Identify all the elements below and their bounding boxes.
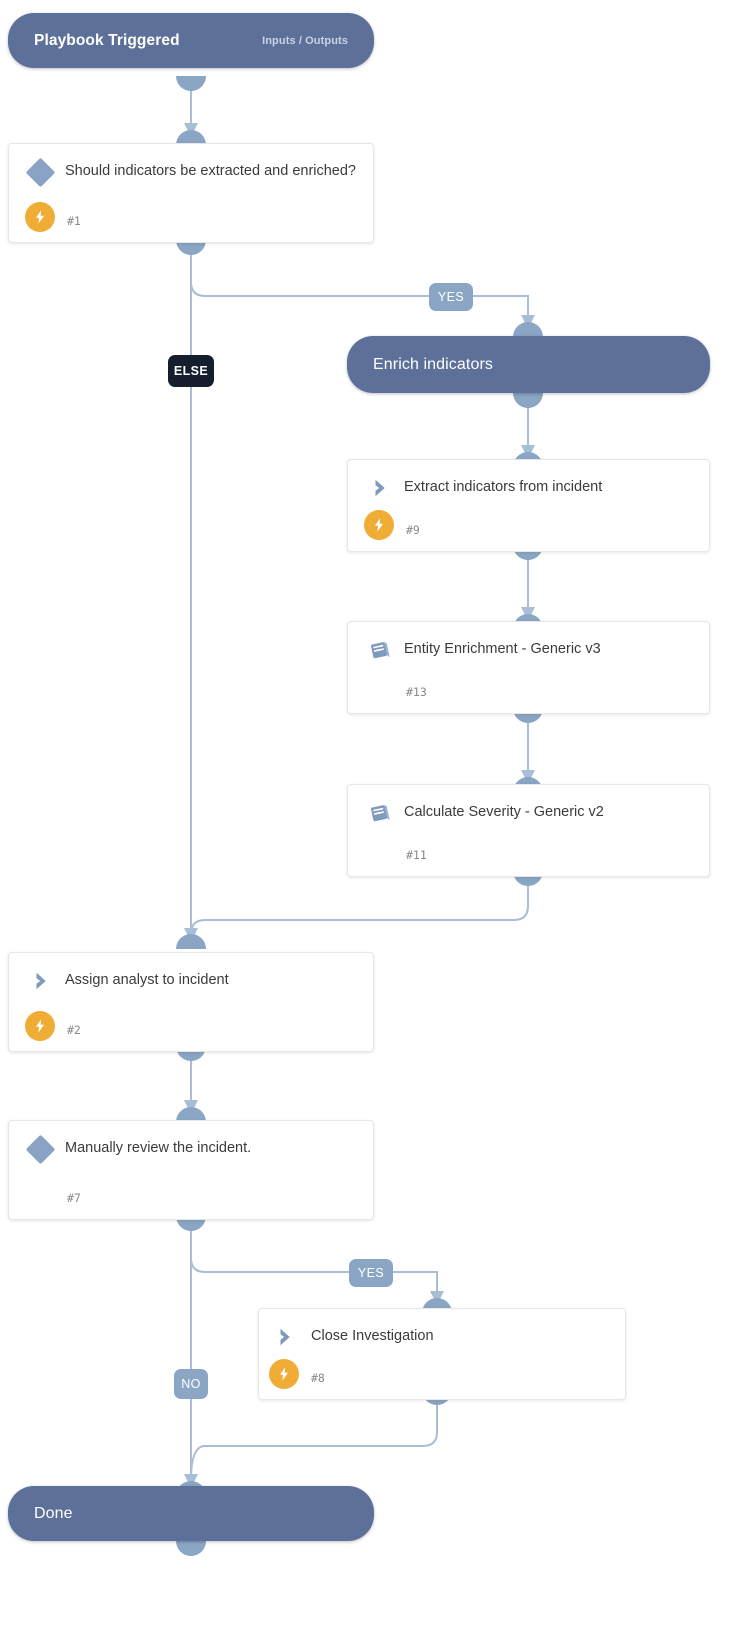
task-13-title: Entity Enrichment - Generic v3 [404, 641, 601, 657]
branch-badge-yes-7[interactable]: YES [349, 1259, 393, 1287]
bolt-icon [364, 510, 394, 540]
connector-in-enrich [513, 322, 543, 337]
branch-badge-else-1[interactable]: ELSE [168, 355, 214, 387]
book-icon [368, 801, 392, 825]
bolt-icon [269, 1359, 299, 1389]
branch-badge-no-7[interactable]: NO [174, 1369, 208, 1399]
bolt-icon [25, 1011, 55, 1041]
node-task-9[interactable]: Extract indicators from incident #9 [347, 459, 710, 552]
condition-1-id: #1 [67, 214, 81, 228]
condition-1-title: Should indicators be extracted and enric… [65, 163, 356, 179]
chevron-icon [275, 1326, 297, 1348]
bolt-icon [25, 202, 55, 232]
book-icon [368, 638, 392, 662]
task-13-id: #13 [406, 685, 427, 699]
node-task-11[interactable]: Calculate Severity - Generic v2 #11 [347, 784, 710, 877]
connector-out-enrich [513, 393, 543, 408]
chevron-icon [31, 970, 53, 992]
node-task-13[interactable]: Entity Enrichment - Generic v3 #13 [347, 621, 710, 714]
task-8-id: #8 [311, 1371, 325, 1385]
connector-in-task-2 [176, 934, 206, 949]
edge-7-yes-to-8 [190, 1229, 444, 1305]
node-condition-7[interactable]: Manually review the incident. #7 [8, 1120, 374, 1220]
task-8-title: Close Investigation [311, 1328, 434, 1344]
task-2-title: Assign analyst to incident [65, 972, 229, 988]
node-condition-1[interactable]: Should indicators be extracted and enric… [8, 143, 374, 243]
node-done[interactable]: Done [8, 1486, 374, 1541]
chevron-icon [370, 477, 392, 499]
condition-7-id: #7 [67, 1191, 81, 1205]
done-title: Done [34, 1504, 73, 1522]
edge-11-to-2 [190, 885, 529, 935]
task-11-title: Calculate Severity - Generic v2 [404, 804, 604, 820]
edge-8-to-done [190, 1404, 438, 1481]
node-task-2[interactable]: Assign analyst to incident #2 [8, 952, 374, 1052]
task-2-id: #2 [67, 1023, 81, 1037]
condition-7-title: Manually review the incident. [65, 1140, 252, 1156]
task-9-title: Extract indicators from incident [404, 479, 603, 495]
diamond-icon [25, 157, 56, 188]
node-task-8[interactable]: Close Investigation #8 [258, 1308, 626, 1400]
edge-1-yes-to-enrich [190, 252, 535, 329]
node-playbook-triggered[interactable]: Playbook Triggered Inputs / Outputs [8, 13, 374, 68]
connector-out-start [176, 76, 206, 91]
task-11-id: #11 [406, 848, 427, 862]
branch-badge-yes-1[interactable]: YES [429, 283, 473, 311]
node-section-enrich-indicators[interactable]: Enrich indicators [347, 336, 710, 393]
enrich-indicators-title: Enrich indicators [373, 355, 493, 373]
connector-out-done [176, 1541, 206, 1556]
playbook-triggered-title: Playbook Triggered [34, 31, 180, 49]
task-9-id: #9 [406, 523, 420, 537]
diamond-icon [25, 1134, 56, 1165]
inputs-outputs-link[interactable]: Inputs / Outputs [262, 34, 348, 47]
